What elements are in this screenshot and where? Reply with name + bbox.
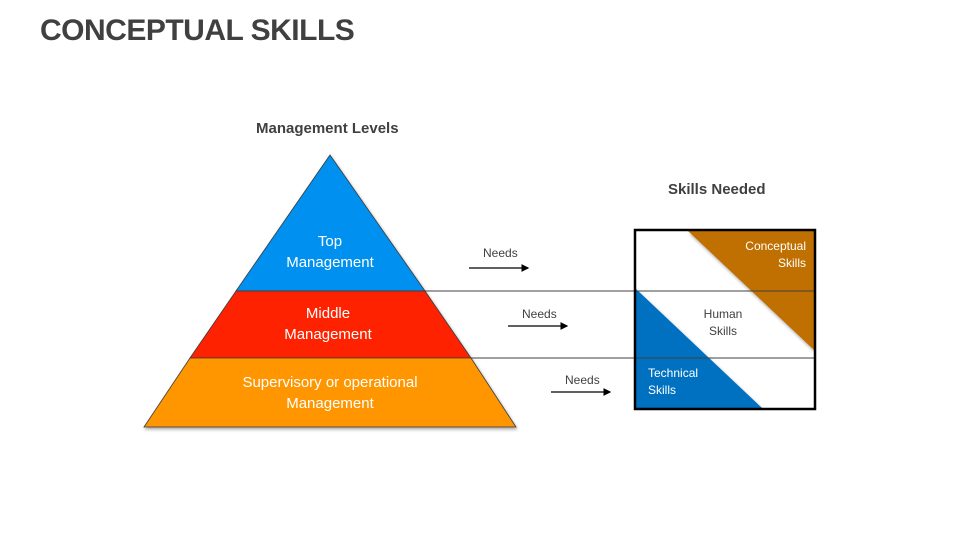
needs-label-top: Needs — [483, 246, 518, 260]
pyramid-bottom-level — [143, 357, 517, 428]
middle-management-label: Middle Management — [284, 305, 372, 343]
skills-needed-heading: Skills Needed — [668, 181, 766, 198]
human-skills-label: Human Skills — [703, 307, 743, 338]
skills-box — [633, 228, 817, 411]
needs-label-middle: Needs — [522, 307, 557, 321]
top-management-label: Top Management — [286, 233, 374, 271]
technical-skills-region — [636, 289, 762, 408]
technical-skills-label: Technical Skills — [648, 366, 699, 397]
page-title: CONCEPTUAL SKILLS — [40, 14, 355, 47]
supervisory-management-label: Supervisory or operational Management — [242, 374, 418, 412]
management-levels-heading: Management Levels — [256, 120, 399, 137]
needs-label-bottom: Needs — [565, 373, 600, 387]
conceptual-skills-label: Conceptual Skills — [745, 239, 806, 270]
pyramid — [143, 154, 517, 428]
